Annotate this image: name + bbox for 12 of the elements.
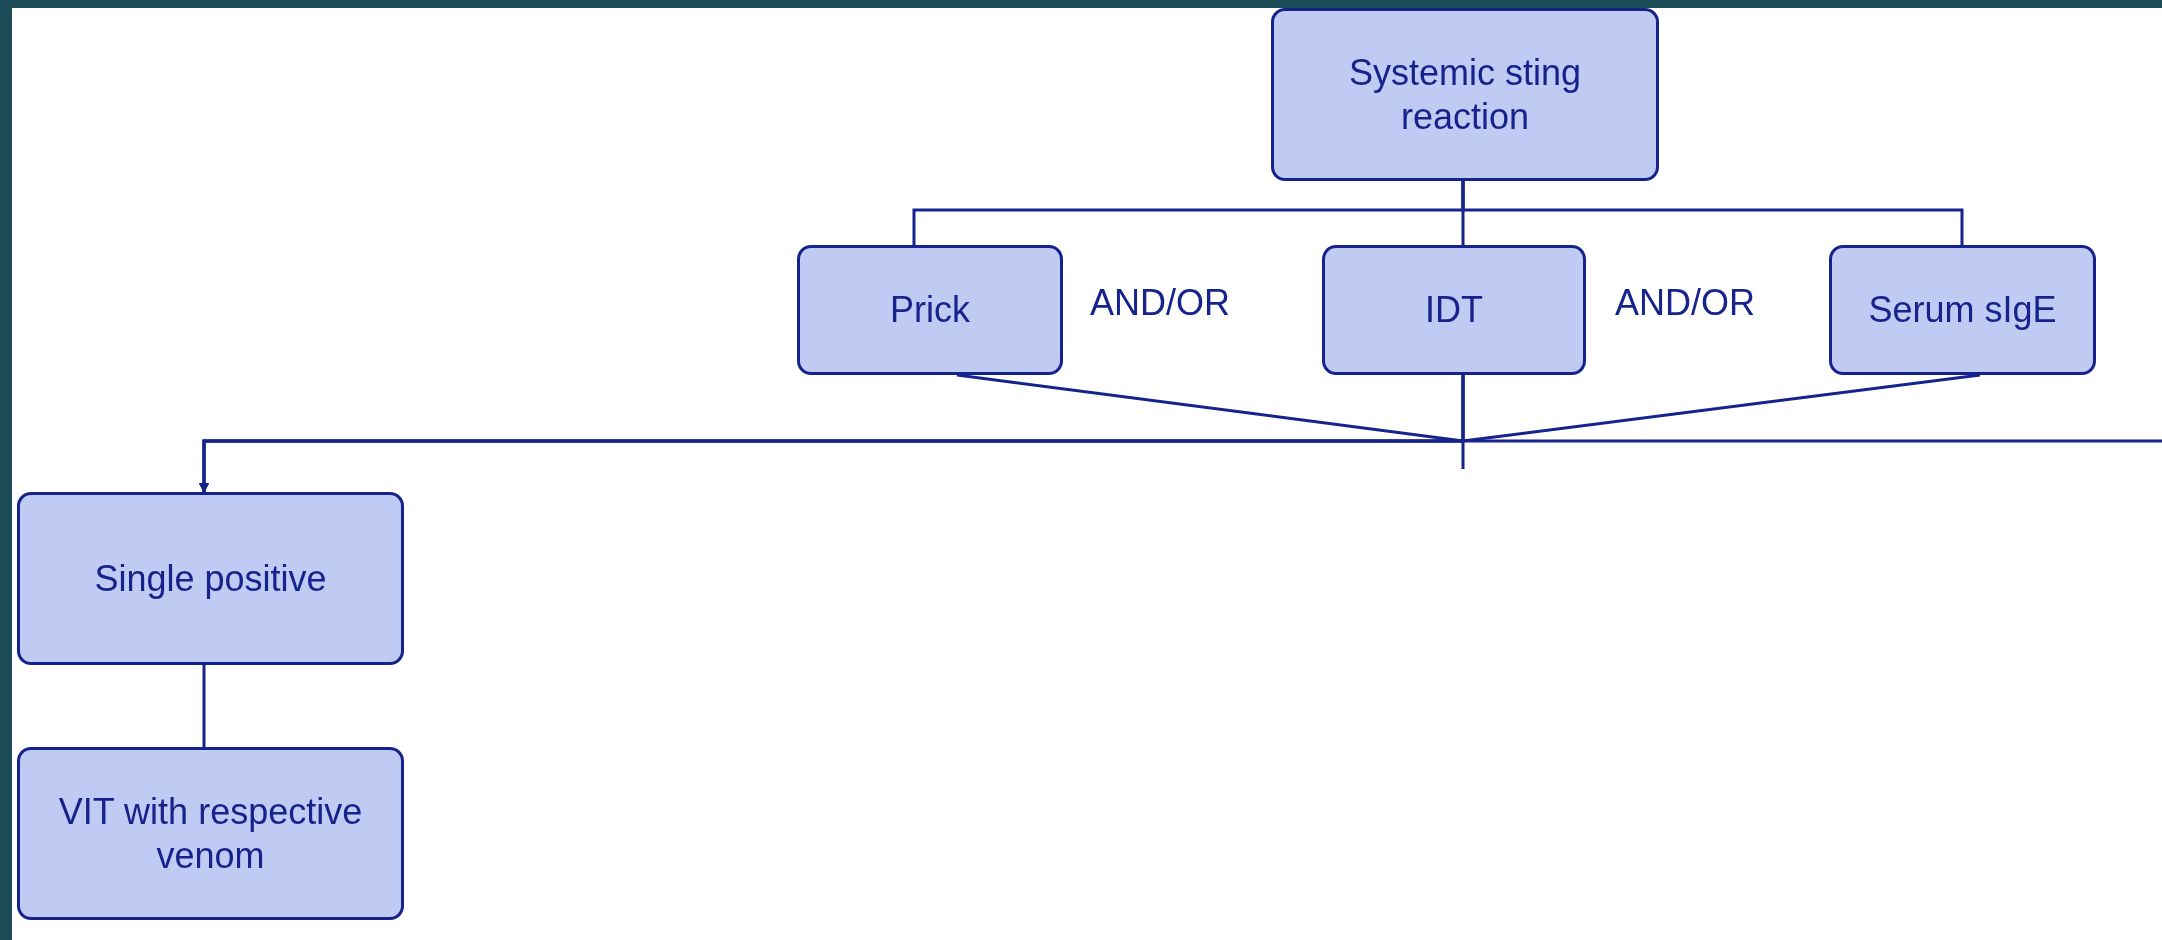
operator-label: AND/OR <box>1615 285 1755 321</box>
process-box: Prick <box>797 245 1063 375</box>
operator-label: AND/OR <box>1090 285 1230 321</box>
process-box: Serum sIgE <box>1829 245 2096 375</box>
process-box: IDT <box>1322 245 1586 375</box>
process-box: Systemic sting reaction <box>1271 8 1659 181</box>
process-box: Single positive <box>17 492 404 665</box>
process-box: VIT with respective venom <box>17 747 404 920</box>
connector <box>202 665 206 747</box>
connector <box>1461 375 1465 469</box>
connector <box>1461 181 1964 245</box>
connector <box>199 373 1981 493</box>
